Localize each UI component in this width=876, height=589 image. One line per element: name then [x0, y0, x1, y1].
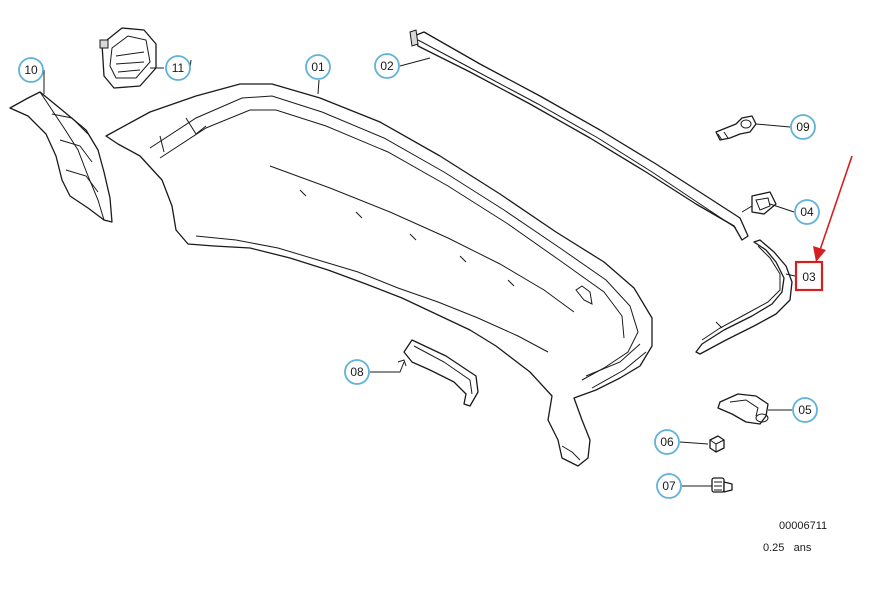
part-screw: [711, 477, 733, 493]
callout-10[interactable]: 10: [18, 57, 44, 83]
callout-02[interactable]: 02: [374, 53, 400, 79]
callout-07[interactable]: 07: [656, 473, 682, 499]
drawing-number: 00006711: [779, 520, 828, 532]
part-cover-cap: [741, 191, 777, 215]
leader-01: [317, 79, 320, 95]
callout-11[interactable]: 11: [165, 55, 191, 81]
leader-08: [370, 361, 405, 373]
callout-03[interactable]: 03: [794, 260, 824, 292]
callout-04[interactable]: 04: [794, 199, 820, 225]
callout-04-label: 04: [800, 205, 814, 219]
part-towing-eye: [715, 115, 757, 141]
callout-08[interactable]: 08: [344, 359, 370, 385]
leader-02: [399, 57, 431, 67]
part-grille-insert: [99, 27, 157, 89]
callout-06[interactable]: 06: [654, 429, 680, 455]
callout-05[interactable]: 05: [792, 397, 818, 423]
leader-03: [785, 273, 796, 277]
part-bumper-cover: [105, 83, 653, 467]
leader-06: [679, 441, 709, 445]
part-bumper-trim-strip: [409, 29, 749, 241]
callout-03-label: 03: [802, 270, 816, 284]
callout-01-label: 01: [311, 60, 325, 74]
callout-09-label: 09: [796, 120, 810, 134]
callout-08-label: 08: [350, 365, 364, 379]
part-nut: [709, 435, 725, 453]
callout-01[interactable]: 01: [305, 54, 331, 80]
part-bracket-left: [9, 91, 113, 223]
callout-10-label: 10: [24, 63, 38, 77]
leader-09: [755, 123, 791, 128]
scale-label: 0.25 ans: [763, 542, 812, 554]
part-side-bracket: [717, 393, 769, 425]
callout-02-label: 02: [380, 59, 394, 73]
highlight-arrow: [813, 155, 853, 262]
callout-05-label: 05: [798, 403, 812, 417]
callout-11-label: 11: [172, 61, 185, 75]
callout-07-label: 07: [662, 479, 676, 493]
callout-09[interactable]: 09: [790, 114, 816, 140]
part-side-trim-strip: [695, 239, 793, 355]
part-center-bracket: [397, 339, 479, 407]
leader-04: [769, 203, 795, 213]
callout-06-label: 06: [660, 435, 674, 449]
